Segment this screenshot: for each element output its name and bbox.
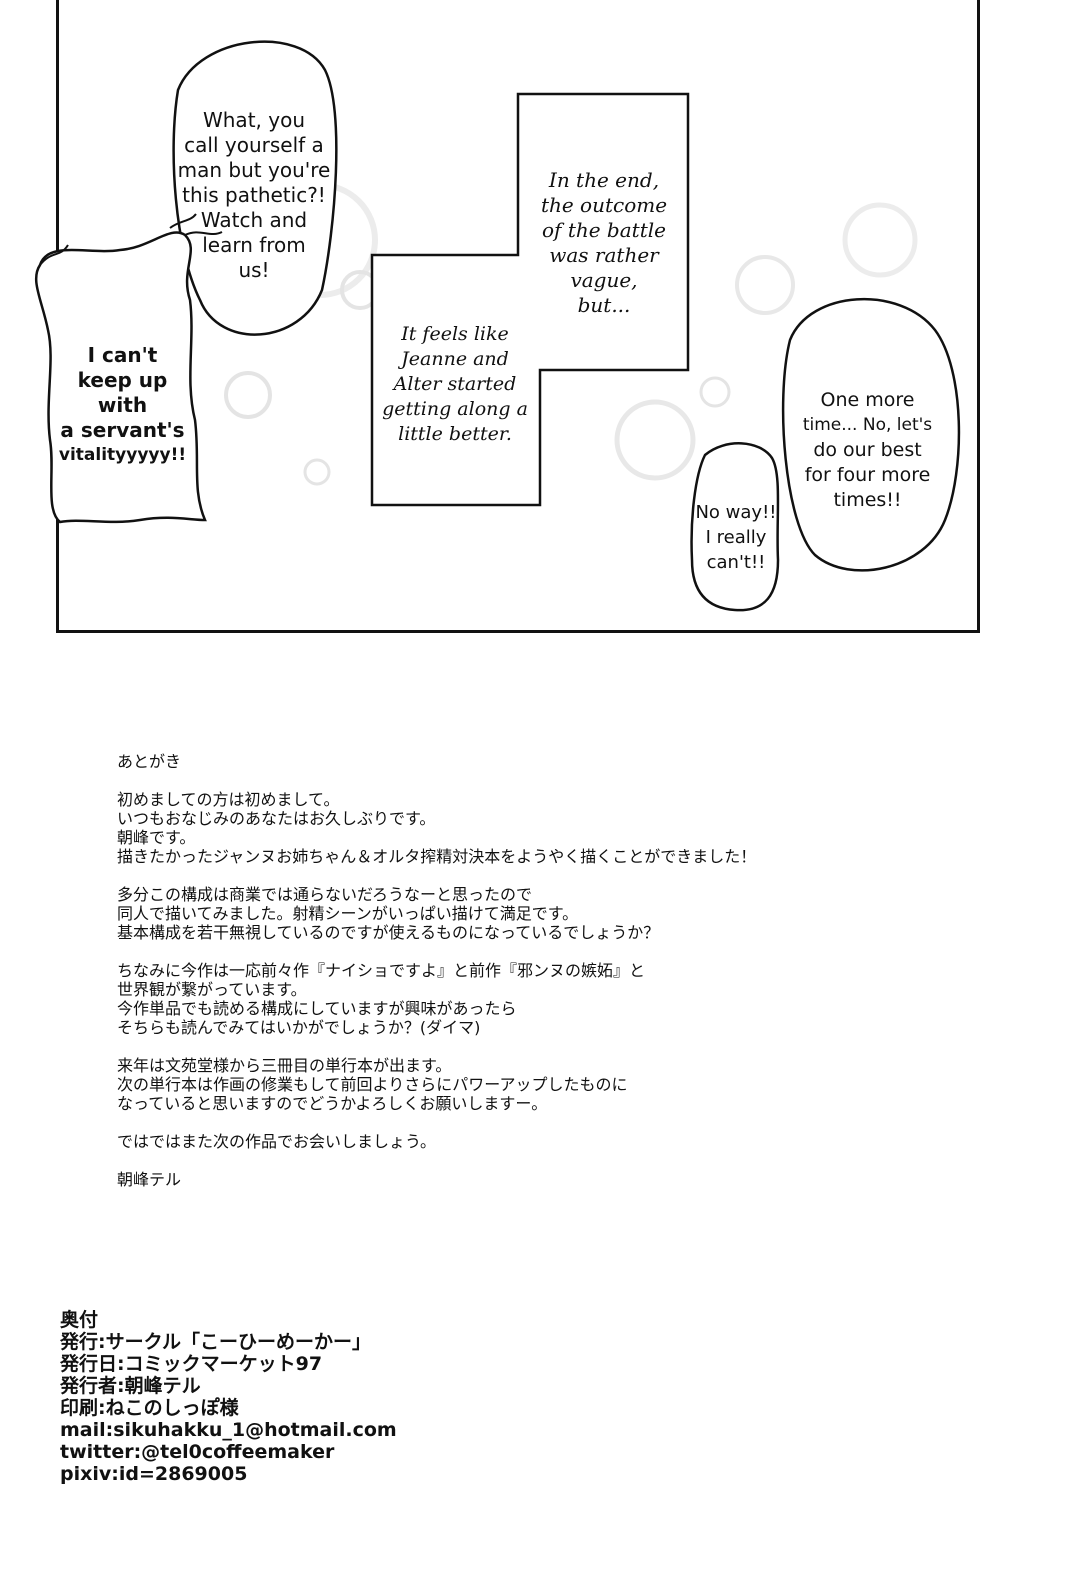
shout-spike-lines <box>39 213 223 266</box>
bubble-line: What, you <box>202 108 305 132</box>
narration-line: In the end, <box>548 168 660 192</box>
bubble-text-no-way: No way!! I really can't!! <box>692 500 780 575</box>
colophon-twitter: twitter:@tel0coffeemaker <box>60 1441 335 1463</box>
decor-circle <box>303 458 331 486</box>
afterword-line: ではではまた次の作品でお会いしましょう。 <box>117 1132 437 1151</box>
afterword-line: 初めましての方は初めまして。 <box>117 790 340 809</box>
afterword-line: いつもおなじみのあなたはお久しぶりです。 <box>117 809 436 828</box>
narration-line: Alter started <box>393 373 517 395</box>
bubble-line: us! <box>238 258 270 282</box>
bubble-text-one-more: One more time... No, let's do our best f… <box>790 388 945 513</box>
afterword: あとがき 初めましての方は初めまして。 いつもおなじみのあなたはお久しぶりです。… <box>117 752 756 1208</box>
decor-circle <box>735 255 795 315</box>
decor-circle <box>224 371 272 419</box>
bubble-line: call yourself a <box>184 133 324 157</box>
afterword-line: そちらも読んでみてはいかがでしょうか？(ダイマ) <box>117 1018 481 1037</box>
bubble-line: keep up with <box>77 368 168 417</box>
decor-circle <box>699 376 731 408</box>
colophon: 奥付 発行:サークル「こーひーめーかー」 発行日:コミックマーケット97 発行者… <box>60 1309 397 1485</box>
afterword-line: 次の単行本は作画の修業もして前回よりさらにパワーアップしたものに <box>117 1075 628 1094</box>
narration-line: was rather <box>549 243 659 267</box>
narration-line: getting along a <box>382 398 528 420</box>
narration-text-feels-like: It feels like Jeanne and Alter started g… <box>374 322 536 447</box>
bubble-line: time... No, let's <box>802 415 933 435</box>
bubble-line: this pathetic?! <box>182 183 326 207</box>
speech-bubble-one-more <box>781 297 961 572</box>
colophon-author: 発行者:朝峰テル <box>60 1375 201 1397</box>
bubble-text-cant-keep-up: I can't keep up with a servant's vitalit… <box>50 343 195 468</box>
afterword-paragraph: ちなみに今作は一応前々作『ナイショですよ』と前作『邪ンヌの嫉妬』と 世界観が繋が… <box>117 961 756 1037</box>
afterword-title: あとがき <box>117 752 182 771</box>
shout-bubble-cant-keep-up <box>35 231 207 524</box>
colophon-printer: 印刷:ねこのしっぽ様 <box>60 1397 239 1419</box>
colophon-heading: 奥付 <box>60 1309 99 1331</box>
narration-box <box>370 92 690 507</box>
narration-line: but... <box>577 293 631 317</box>
afterword-paragraph: 来年は文苑堂様から三冊目の単行本が出ます。 次の単行本は作画の修業もして前回より… <box>117 1056 756 1113</box>
bubble-line: learn from <box>202 233 306 257</box>
decor-circle <box>842 202 918 278</box>
colophon-mail: mail:sikuhakku_1@hotmail.com <box>60 1419 397 1441</box>
narration-line: the outcome <box>540 193 668 217</box>
narration-line: little better. <box>398 423 512 445</box>
panel-artwork <box>35 40 961 612</box>
bubble-line: for four more <box>804 464 931 486</box>
afterword-line: 同人で描いてみました。射精シーンがいっぱい描けて満足です。 <box>117 904 579 923</box>
bubble-line: No way!! <box>695 502 777 523</box>
bubble-line: I can't <box>87 343 158 367</box>
bubble-line: Watch and <box>200 208 308 232</box>
bubble-line: One more <box>820 389 915 411</box>
afterword-line: ちなみに今作は一応前々作『ナイショですよ』と前作『邪ンヌの嫉妬』と <box>117 961 646 980</box>
bubble-line: do our best <box>813 439 922 461</box>
bubble-line: times!! <box>833 489 902 511</box>
afterword-line: 描きたかったジャンヌお姉ちゃん＆オルタ搾精対決本をようやく描くことができました！ <box>117 847 757 866</box>
speech-bubble-no-way <box>690 442 780 612</box>
bubble-line: a servant's <box>60 418 185 442</box>
bubble-line: can't!! <box>706 552 766 573</box>
decor-circle <box>614 399 696 481</box>
afterword-signature: 朝峰テル <box>117 1170 182 1189</box>
afterword-paragraph: ではではまた次の作品でお会いしましょう。 <box>117 1132 756 1151</box>
bubble-text-what-you: What, you call yourself a man but you're… <box>175 108 333 283</box>
afterword-line: 今作単品でも読める構成にしていますが興味があったら <box>117 999 517 1018</box>
colophon-pixiv: pixiv:id=2869005 <box>60 1463 248 1485</box>
bubble-line: I really <box>705 527 767 548</box>
narration-text-in-the-end: In the end, the outcome of the battle wa… <box>522 168 686 318</box>
colophon-publisher: 発行:サークル「こーひーめーかー」 <box>60 1331 372 1353</box>
afterword-line: なっていると思いますのでどうかよろしくお願いしますー。 <box>117 1094 548 1113</box>
narration-line: Jeanne and <box>401 348 509 370</box>
afterword-line: 基本構成を若干無視しているのですが使えるものになっているでしょうか？ <box>117 923 660 942</box>
narration-line: of the battle <box>542 218 666 242</box>
narration-line: It feels like <box>401 323 509 345</box>
afterword-paragraph: 朝峰テル <box>117 1170 756 1189</box>
afterword-paragraph: 多分この構成は商業では通らないだろうなーと思ったので 同人で描いてみました。射精… <box>117 885 756 942</box>
afterword-line: 多分この構成は商業では通らないだろうなーと思ったので <box>117 885 533 904</box>
afterword-line: 来年は文苑堂様から三冊目の単行本が出ます。 <box>117 1056 452 1075</box>
afterword-line: 朝峰です。 <box>117 828 196 847</box>
afterword-paragraph: 初めましての方は初めまして。 いつもおなじみのあなたはお久しぶりです。 朝峰です… <box>117 790 756 866</box>
bubble-line: man but you're <box>177 158 331 182</box>
colophon-date: 発行日:コミックマーケット97 <box>60 1353 323 1375</box>
narration-line: vague, <box>570 268 638 292</box>
bubble-line: vitalityyyyy!! <box>58 445 187 465</box>
afterword-line: 世界観が繋がっています。 <box>117 980 307 999</box>
